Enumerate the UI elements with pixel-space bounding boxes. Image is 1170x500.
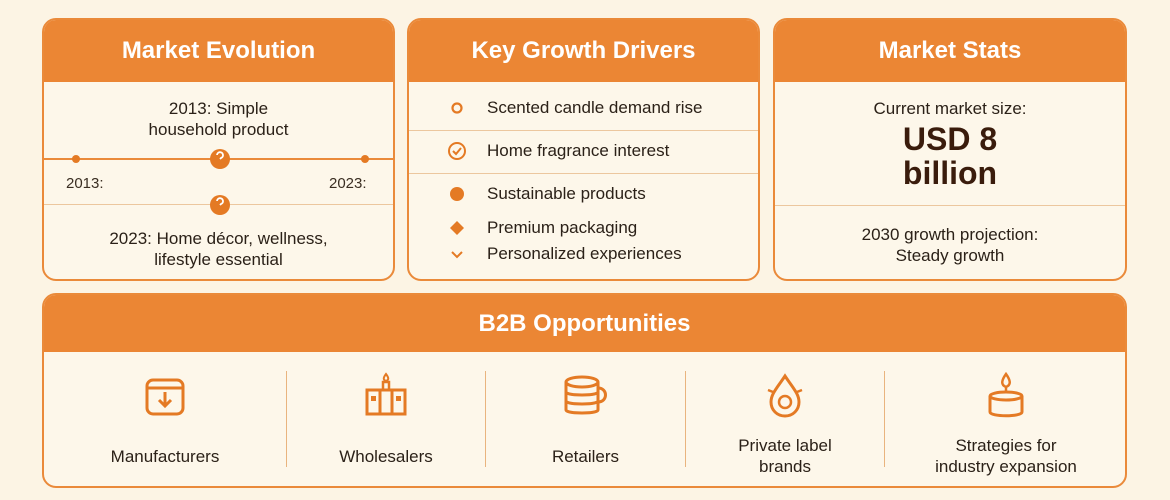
evolution-2023-line2: lifestyle essential	[154, 250, 283, 269]
timeline-marker-icon	[210, 149, 230, 169]
driver-item: Scented candle demand rise	[447, 98, 748, 118]
evolution-2023-text: 2023: Home décor, wellness, lifestyle es…	[44, 228, 393, 270]
timeline-year-end: 2023:	[329, 175, 367, 192]
b2b-item-label-line1: Private label	[738, 436, 832, 455]
driver-label: Sustainable products	[487, 184, 646, 203]
b2b-divider	[884, 371, 885, 467]
b2b-item-retailers: Retailers	[486, 352, 685, 486]
market-evolution-title: Market Evolution	[44, 20, 393, 82]
timeline-year-start: 2013:	[66, 175, 104, 192]
market-size-value: USD 8 billion	[775, 122, 1125, 190]
growth-projection-value: Steady growth	[895, 246, 1005, 265]
b2b-item-label: Strategies for industry expansion	[885, 434, 1125, 478]
driver-item: Home fragrance interest	[447, 141, 748, 161]
driver-item: Premium packaging	[447, 218, 748, 238]
b2b-opportunities-card: B2B Opportunities Manufacturers Wh	[42, 293, 1127, 488]
driver-divider	[409, 173, 758, 174]
factory-roll-icon	[141, 372, 189, 425]
candle-icon	[982, 371, 1030, 425]
growth-drivers-title: Key Growth Drivers	[409, 20, 758, 82]
driver-item: Sustainable products	[447, 184, 748, 204]
b2b-item-label: Manufacturers	[110, 446, 220, 466]
b2b-item-private-label: Private label brands	[686, 352, 884, 486]
stats-divider	[775, 205, 1125, 206]
evolution-2013-line2: household product	[148, 120, 289, 139]
timeline-marker-2-icon	[210, 195, 230, 215]
b2b-divider	[286, 371, 287, 467]
evolution-2013-text: 2013: Simple household product	[44, 98, 393, 140]
b2b-item-label: Wholesalers	[339, 446, 433, 466]
b2b-item-label: Private label brands	[686, 434, 884, 478]
market-size-label: Current market size:	[873, 99, 1027, 118]
growth-drivers-card: Key Growth Drivers Scented candle demand…	[407, 18, 760, 281]
b2b-item-manufacturers: Manufacturers	[44, 352, 286, 486]
b2b-divider	[685, 371, 686, 467]
b2b-item-label: Retailers	[551, 446, 620, 466]
evolution-2013-line1: 2013: Simple	[168, 99, 269, 118]
driver-item: Personalized experiences	[447, 244, 748, 264]
cup-icon	[560, 372, 612, 425]
market-size-value-line2: billion	[902, 155, 998, 191]
b2b-item-label-line2: industry expansion	[935, 457, 1077, 476]
b2b-item-label-line1: Strategies for	[955, 436, 1057, 455]
chevron-down-icon	[447, 244, 467, 264]
driver-divider	[409, 130, 758, 131]
timeline-end-dot	[361, 155, 369, 163]
driver-label: Home fragrance interest	[487, 141, 670, 160]
growth-projection: 2030 growth projection: Steady growth	[775, 224, 1125, 266]
diamond-icon	[447, 218, 467, 238]
b2b-item-strategies: Strategies for industry expansion	[885, 352, 1125, 486]
evolution-2023-line1: 2023: Home décor, wellness,	[109, 229, 328, 248]
b2b-item-label-line2: brands	[759, 457, 811, 476]
ring-icon	[447, 98, 467, 118]
market-stats-card: Market Stats Current market size: USD 8 …	[773, 18, 1127, 281]
drop-icon	[761, 372, 809, 425]
b2b-divider	[485, 371, 486, 467]
market-size-value-line1: USD 8	[902, 121, 998, 157]
dot-icon	[447, 184, 467, 204]
timeline-start-dot	[72, 155, 80, 163]
growth-projection-label: 2030 growth projection:	[861, 225, 1039, 244]
market-evolution-card: Market Evolution 2013: Simple household …	[42, 18, 395, 281]
market-stats-title: Market Stats	[775, 20, 1125, 82]
b2b-item-wholesalers: Wholesalers	[287, 352, 485, 486]
driver-label: Personalized experiences	[487, 244, 682, 263]
check-circle-icon	[447, 141, 467, 161]
driver-label: Scented candle demand rise	[487, 98, 703, 117]
warehouse-icon	[362, 372, 410, 425]
driver-label: Premium packaging	[487, 218, 638, 237]
b2b-opportunities-title: B2B Opportunities	[44, 295, 1125, 352]
